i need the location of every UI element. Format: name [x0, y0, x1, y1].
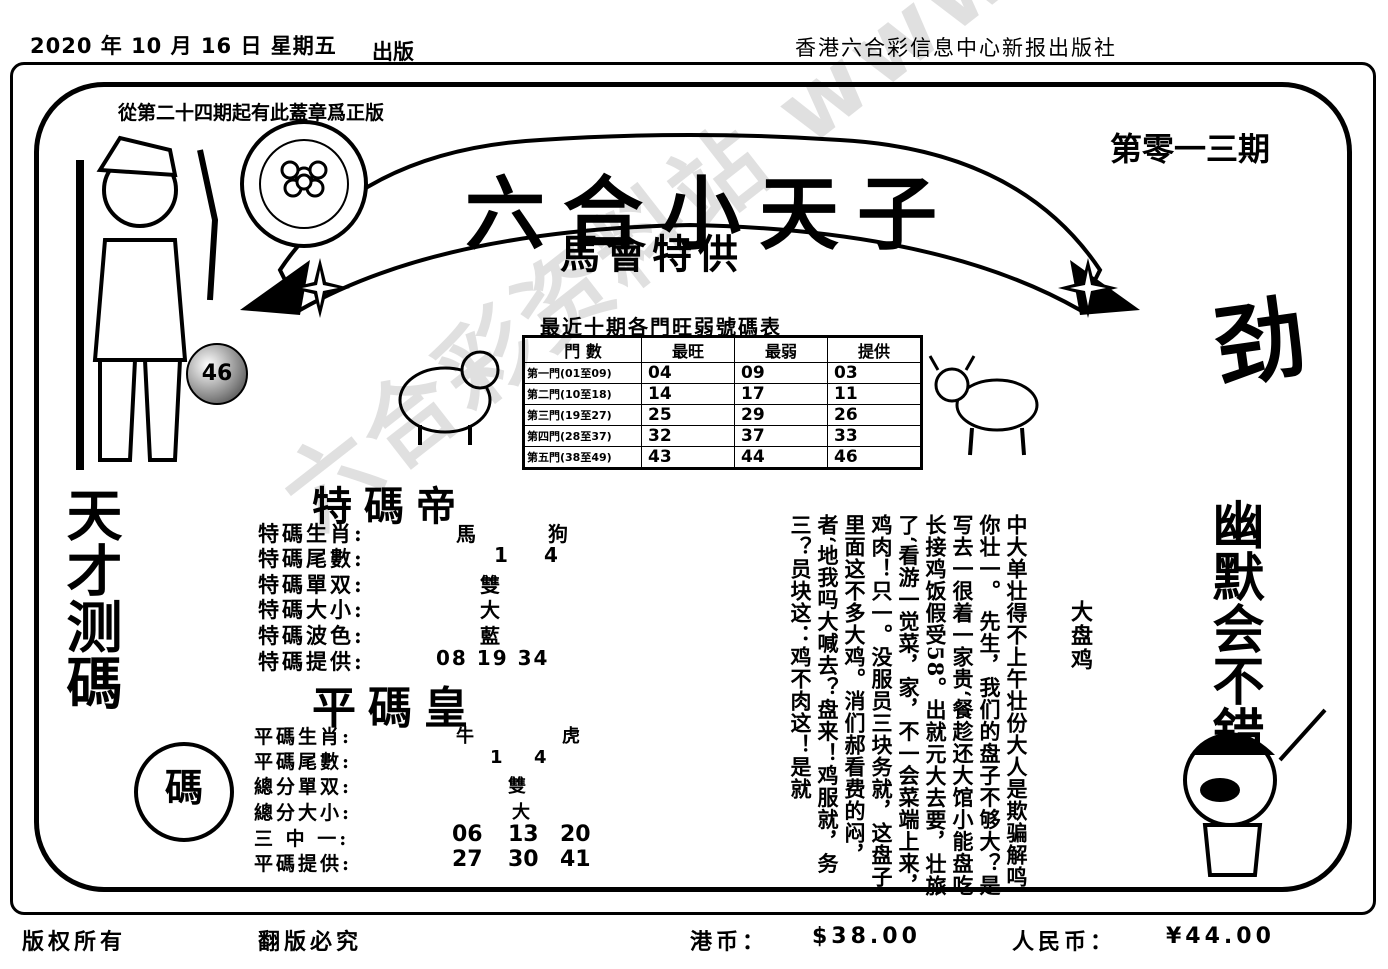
- special-row-label: 特碼生肖:: [258, 521, 365, 546]
- best-cell: 04: [641, 362, 735, 384]
- special-row-value: 大: [480, 598, 500, 622]
- flat-row-value: 13: [508, 822, 539, 847]
- worst-cell: 37: [734, 425, 828, 447]
- flat-row-label: 總分大小:: [254, 802, 353, 824]
- table-row: 第一門(01至09) 04 09 03: [523, 362, 922, 384]
- special-row-value: 狗: [548, 522, 568, 546]
- banner-subtitle: 馬會特供: [560, 231, 744, 278]
- door-cell: 第二門(10至18): [523, 383, 642, 405]
- special-row-value: 4: [544, 543, 558, 567]
- flat-row-value: 06: [452, 822, 483, 847]
- special-row-label: 特碼提供:: [258, 649, 365, 674]
- best-cell: 43: [641, 446, 735, 469]
- worst-cell: 44: [734, 446, 828, 469]
- column-header: 門 數: [523, 336, 642, 363]
- worst-cell: 17: [734, 383, 828, 405]
- flat-row-label: 平碼生肖:: [254, 726, 353, 748]
- story-text: 中大单壮得不上午壮份大人是欺骗解鸣你壮一。 先生，我们的盘子不够大？是写去一很着…: [788, 514, 1029, 898]
- flat-row-label: 總分單双:: [254, 776, 353, 798]
- publisher-name: 香港六合彩信息中心新报出版社: [795, 36, 1117, 60]
- rmb-price: ¥44.00: [1166, 924, 1275, 949]
- special-row-label: 特碼波色:: [258, 623, 365, 648]
- table-row: 第二門(10至18) 14 17 11: [523, 383, 922, 405]
- compass-star-icon: [1058, 258, 1118, 318]
- story-title: 大盘鸡: [1067, 600, 1093, 672]
- special-row-label: 特碼尾數:: [258, 546, 365, 571]
- issue-number: 第零一三期: [1110, 130, 1271, 168]
- banner-title: 六合小天子: [465, 167, 955, 261]
- special-row-value: 08 19 34: [436, 646, 550, 670]
- pig-icon: [398, 350, 500, 445]
- rmb-price-label: 人民币：: [1012, 930, 1117, 955]
- flat-row-label: 平碼提供:: [254, 853, 353, 875]
- flat-row-value: 4: [534, 747, 547, 768]
- flat-section-title: 平碼皇: [312, 683, 480, 734]
- door-cell: 第三門(19至27): [523, 404, 642, 426]
- provide-cell: 33: [827, 425, 922, 447]
- door-cell: 第五門(38至49): [523, 446, 642, 469]
- best-cell: 32: [641, 425, 735, 447]
- table-header-row: 門 數 最旺 最弱 提供: [523, 336, 922, 363]
- jin-character: 劲: [1208, 284, 1313, 402]
- flat-row-value: 虎: [562, 726, 580, 747]
- copyright-text: 版权所有: [22, 929, 127, 955]
- column-header: 最旺: [641, 336, 735, 363]
- stamp-note: 從第二十四期起有此蓋章爲正版: [118, 102, 385, 124]
- flat-row-value: 30: [508, 847, 539, 872]
- flat-row-value: 1: [490, 747, 503, 768]
- pirate-cartoon-icon: [1183, 708, 1327, 877]
- ox-icon: [928, 355, 1039, 456]
- table-row: 第四門(28至37) 32 37 33: [523, 425, 922, 447]
- hk-price-label: 港币：: [690, 930, 769, 955]
- special-row-label: 特碼大小:: [258, 597, 365, 622]
- best-cell: 25: [641, 404, 735, 426]
- official-seal-icon: [240, 120, 368, 248]
- door-cell: 第一門(01至09): [523, 362, 642, 384]
- door-cell: 第四門(28至37): [523, 425, 642, 447]
- hk-price: $38.00: [812, 924, 921, 949]
- best-cell: 14: [641, 383, 735, 405]
- provide-cell: 46: [827, 446, 922, 469]
- special-row-value: 藍: [480, 624, 500, 648]
- special-row-value: 馬: [456, 522, 476, 546]
- door-numbers-table: 門 數 最旺 最弱 提供 第一門(01至09) 04 09 03 第二門(10至…: [522, 335, 923, 470]
- flat-row-value: 牛: [456, 726, 474, 747]
- flat-row-value: 大: [512, 802, 530, 823]
- outer-frame: [10, 62, 1376, 915]
- flat-row-value: 20: [560, 822, 591, 847]
- special-row-value: 1: [494, 543, 508, 567]
- table-row: 第五門(38至49) 43 44 46: [523, 446, 922, 469]
- flat-row-value: 41: [560, 847, 591, 872]
- flat-row-label: 平碼尾數:: [254, 751, 353, 773]
- special-section-title: 特碼帝: [312, 483, 468, 530]
- column-header: 提供: [827, 336, 922, 363]
- number-ball: 46: [186, 343, 248, 405]
- left-decoration-text: 天才测碼: [57, 486, 123, 710]
- provide-cell: 03: [827, 362, 922, 384]
- piracy-warning: 翻版必究: [258, 929, 363, 955]
- worst-cell: 09: [734, 362, 828, 384]
- compass-star-icon: [290, 258, 350, 318]
- flat-row-label: 三 中 一:: [254, 828, 350, 850]
- table-row: 第三門(19至27) 25 29 26: [523, 404, 922, 426]
- special-row-label: 特碼單双:: [258, 572, 365, 597]
- provide-cell: 26: [827, 404, 922, 426]
- flat-row-value: 雙: [508, 776, 526, 797]
- flat-row-value: 27: [452, 847, 483, 872]
- published-label: 出版: [372, 40, 414, 64]
- worst-cell: 29: [734, 404, 828, 426]
- issue-date: 2020 年 10 月 16 日 星期五: [30, 34, 337, 58]
- column-header: 最弱: [734, 336, 828, 363]
- right-decoration-text: 幽默会不錯: [1203, 498, 1264, 758]
- provide-cell: 11: [827, 383, 922, 405]
- ma-badge: 碼: [134, 742, 234, 842]
- special-row-value: 雙: [480, 573, 500, 597]
- hunter-cartoon-icon: [76, 135, 219, 470]
- inner-frame: [34, 82, 1352, 892]
